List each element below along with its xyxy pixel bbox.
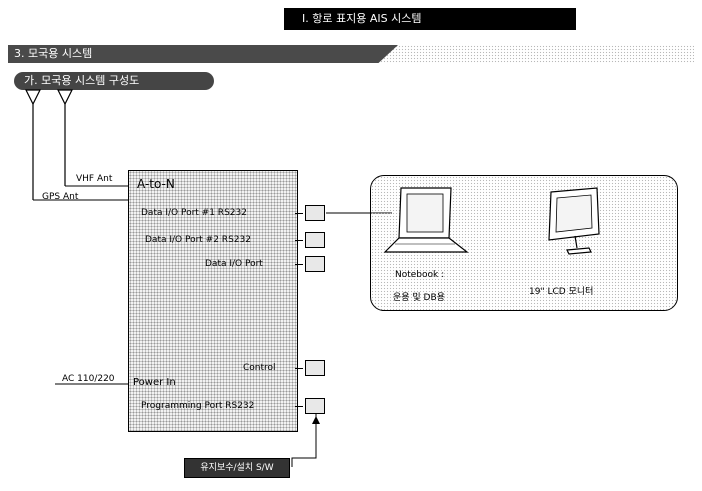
section-bar: 3. 모국용 시스템	[8, 45, 694, 63]
port-data2-connector	[305, 232, 325, 248]
aton-device: A-to-N Data I/O Port #1 RS232 Data I/O P…	[128, 170, 298, 432]
port-programming-tick	[295, 406, 303, 407]
notebook-and-monitor-drawing	[383, 187, 600, 255]
lcd-monitor-icon	[548, 187, 600, 255]
notebook-icon	[383, 187, 469, 253]
antenna-right-icon	[57, 89, 73, 186]
section-bar-dark	[8, 45, 398, 63]
header-title-bar: Ⅰ. 항로 표지용 AIS 시스템	[284, 8, 576, 30]
subsection-title-bar: 가. 모국용 시스템 구성도	[14, 72, 214, 90]
software-box: 유지보수/설치 S/W	[184, 458, 290, 478]
port-data3-connector	[305, 256, 325, 272]
port-data1-tick	[295, 213, 303, 214]
port-control-connector	[305, 360, 325, 376]
device-name: A-to-N	[137, 177, 175, 191]
port-data2-label: Data I/O Port #2 RS232	[145, 235, 251, 245]
port-programming-connector	[305, 398, 325, 414]
port-data2-tick	[295, 240, 303, 241]
power-in-label: Power In	[133, 377, 176, 388]
notebook-usage-label: 운용 및 DB용	[393, 293, 445, 303]
port-programming-label: Programming Port RS232	[141, 401, 255, 411]
port-data3-tick	[295, 264, 303, 265]
gps-antenna-label: GPS Ant	[42, 192, 79, 202]
subsection-title: 가. 모국용 시스템 구성도	[24, 74, 140, 87]
power-source-label: AC 110/220	[62, 374, 115, 384]
notebook-label: Notebook :	[395, 270, 445, 280]
pc-panel: Notebook : 운용 및 DB용 19" LCD 모니터	[370, 175, 678, 311]
port-control-label: Control	[243, 363, 276, 373]
section-title: 3. 모국용 시스템	[14, 47, 93, 60]
antenna-left-icon	[25, 89, 41, 200]
port-data1-label: Data I/O Port #1 RS232	[141, 208, 247, 218]
port-data1-connector	[305, 205, 325, 221]
port-control-tick	[295, 368, 303, 369]
vhf-antenna-label: VHF Ant	[76, 174, 113, 184]
monitor-label: 19" LCD 모니터	[529, 287, 594, 297]
header-title: Ⅰ. 항로 표지용 AIS 시스템	[302, 12, 422, 25]
port-data3-label: Data I/O Port	[205, 259, 263, 269]
software-box-label: 유지보수/설치 S/W	[200, 463, 274, 473]
